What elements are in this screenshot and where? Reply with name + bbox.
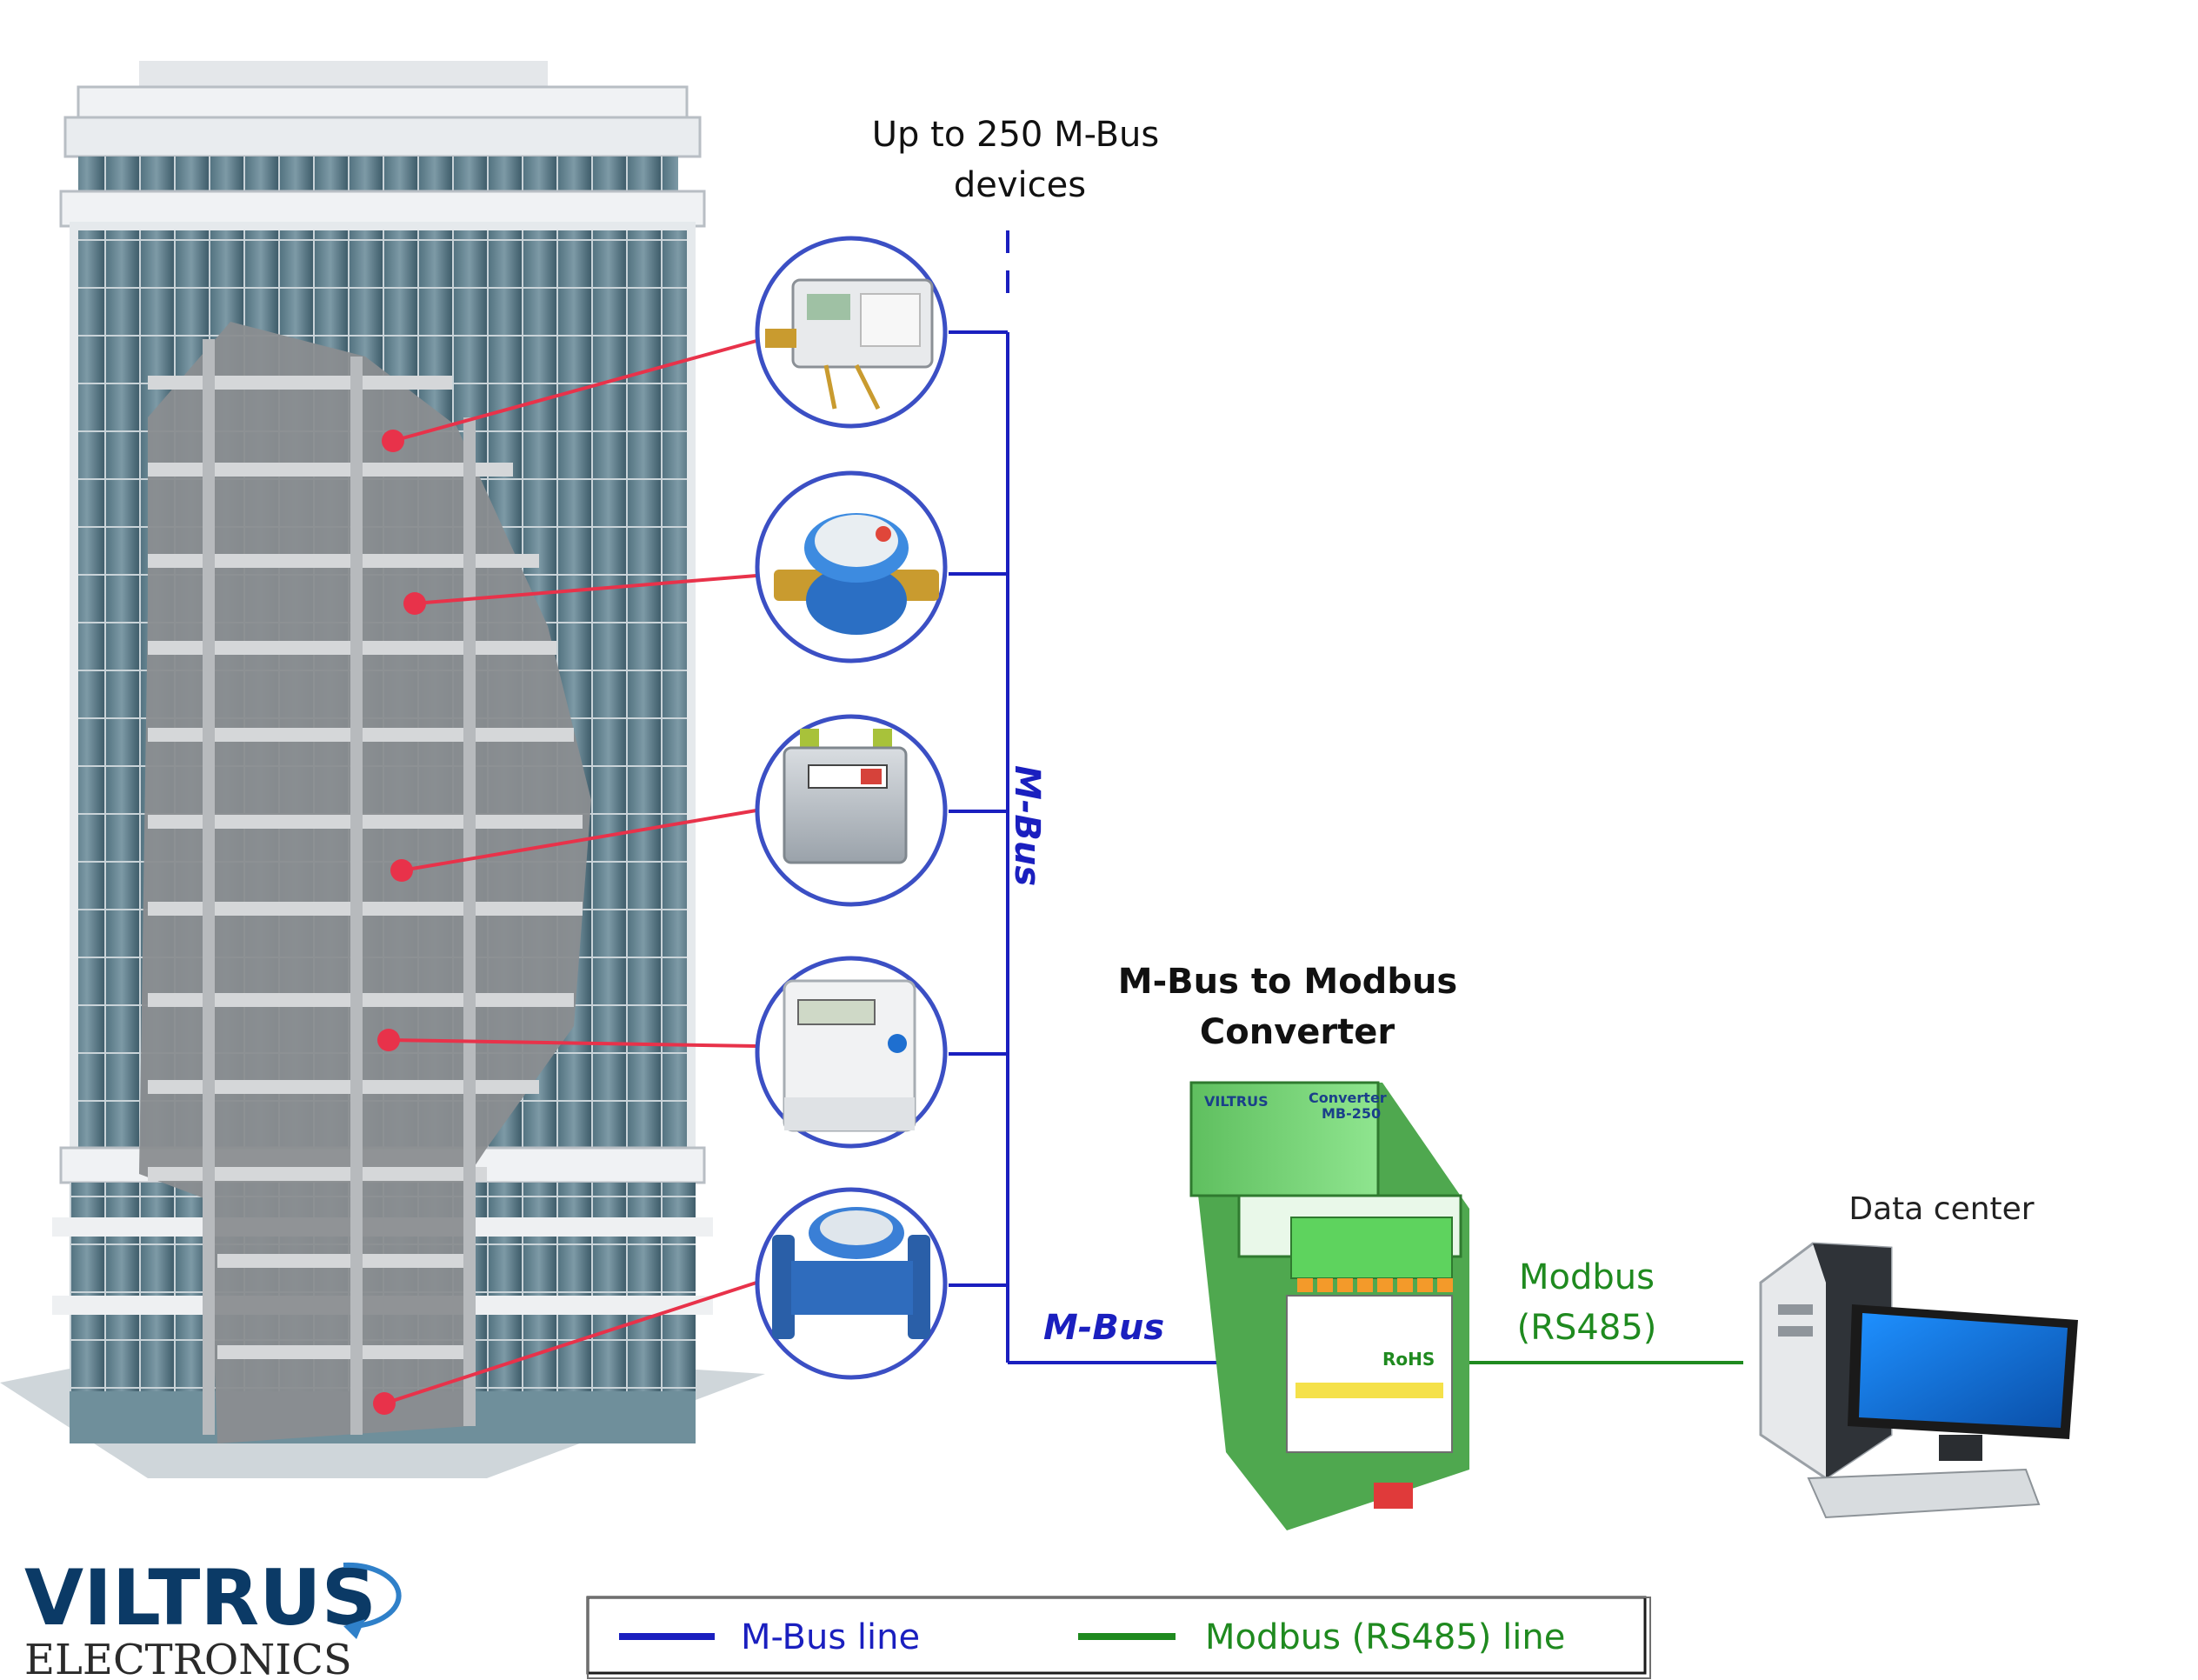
modbus-label-line2: (RS485) bbox=[1517, 1308, 1657, 1348]
water-meter-circle bbox=[755, 470, 948, 663]
viltrus-logo: VILTRUS ELECTRONICS bbox=[24, 1553, 402, 1680]
devices-caption-line1: Up to 250 M-Bus bbox=[872, 115, 1159, 155]
converter-model-header: Converter bbox=[1309, 1090, 1387, 1106]
converter-brand: VILTRUS bbox=[1204, 1093, 1269, 1110]
heat-meter-icon bbox=[765, 278, 934, 410]
legend-modbus-label: Modbus (RS485) line bbox=[1205, 1617, 1565, 1657]
data-center-label: Data center bbox=[1848, 1191, 2034, 1227]
converter-title-line1: M-Bus to Modbus bbox=[1118, 962, 1457, 1002]
building-illustration bbox=[0, 61, 765, 1478]
converter-device: VILTRUS Converter MB-250 RoHS bbox=[1189, 1081, 1469, 1530]
logo-subtitle: ELECTRONICS bbox=[24, 1636, 352, 1680]
devices-caption-line2: devices bbox=[954, 165, 1086, 205]
gas-meter-circle bbox=[755, 714, 948, 907]
mbus-line-network bbox=[949, 230, 1222, 1364]
electricity-meter-icon bbox=[783, 979, 916, 1132]
terminal-block bbox=[1290, 1217, 1453, 1292]
electricity-meter-circle bbox=[755, 956, 948, 1149]
data-center-computer bbox=[1759, 1242, 2078, 1519]
mbus-logo-horizontal: M-Bus bbox=[1043, 1308, 1164, 1348]
converter-model: MB-250 bbox=[1322, 1105, 1381, 1122]
modbus-label-line1: Modbus bbox=[1519, 1257, 1655, 1297]
converter-title-line2: Converter bbox=[1200, 1012, 1395, 1052]
water-meter-icon bbox=[774, 513, 939, 635]
gas-meter-icon bbox=[783, 729, 908, 864]
meter-location-pointers bbox=[383, 339, 757, 1405]
mbus-logo-vertical: M-Bus bbox=[1007, 765, 1047, 886]
flow-meter-circle bbox=[755, 1187, 948, 1380]
flow-meter-icon bbox=[772, 1207, 930, 1339]
heat-meter-circle bbox=[755, 236, 948, 429]
legend-box: M-Bus line Modbus (RS485) line bbox=[586, 1596, 1651, 1679]
logo-wordmark: VILTRUS bbox=[24, 1553, 376, 1643]
meter-location-dots bbox=[373, 430, 426, 1415]
svg-text:M-Bus: M-Bus bbox=[1007, 765, 1047, 886]
legend-mbus-label: M-Bus line bbox=[741, 1617, 920, 1657]
converter-rohs: RoHS bbox=[1382, 1349, 1435, 1370]
